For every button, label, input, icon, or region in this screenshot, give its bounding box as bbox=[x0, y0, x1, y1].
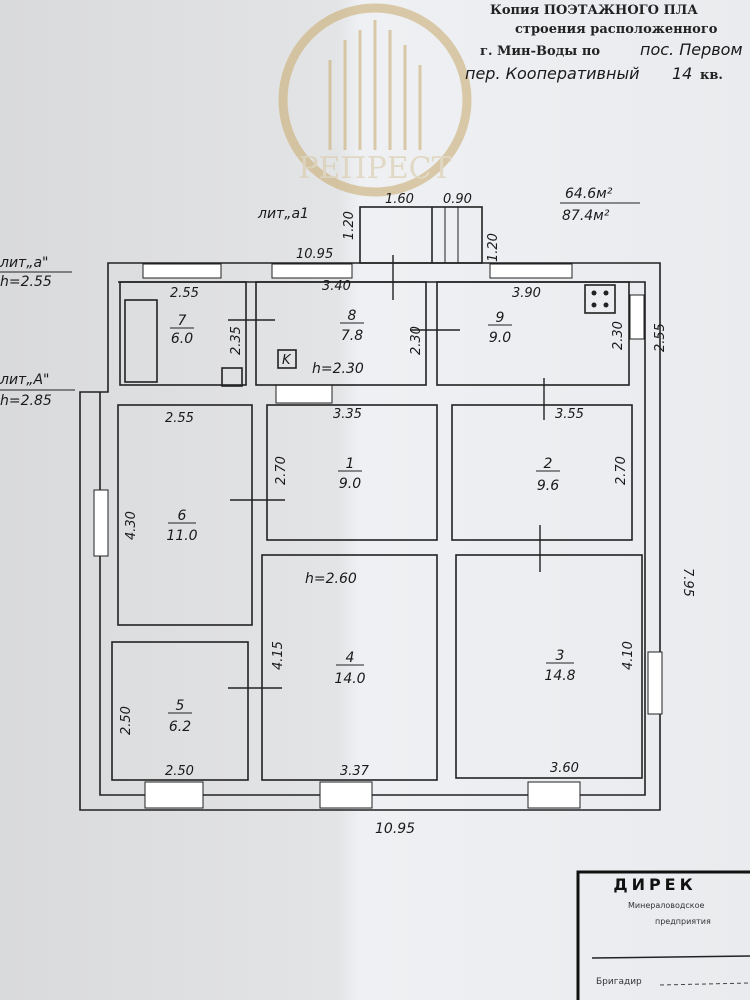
boiler-icon bbox=[221, 367, 243, 387]
svg-text:9.0: 9.0 bbox=[489, 330, 511, 346]
lit-a-height: h=2.55 bbox=[0, 274, 52, 290]
annex-a1: 1.60 0.90 1.20 1.20 bbox=[342, 192, 501, 264]
room-1 bbox=[266, 404, 438, 541]
dimension-labels: 2.55 2.35 3.40 2.30 3.90 2.30 2.55 2.55 … bbox=[119, 279, 695, 837]
room-2 bbox=[451, 404, 633, 541]
svg-text:2.70: 2.70 bbox=[614, 456, 629, 485]
svg-text:2.50: 2.50 bbox=[119, 706, 134, 735]
room-7 bbox=[119, 281, 247, 386]
ceiling-height-top: h=2.30 bbox=[312, 361, 364, 377]
svg-text:14.0: 14.0 bbox=[334, 671, 365, 687]
svg-text:9.0: 9.0 bbox=[339, 476, 361, 492]
lit-A-height: h=2.85 bbox=[0, 393, 52, 409]
total-area: 87.4м² bbox=[562, 208, 610, 224]
svg-text:2.30: 2.30 bbox=[409, 326, 424, 355]
svg-text:7: 7 bbox=[178, 313, 187, 329]
svg-text:3: 3 bbox=[556, 648, 565, 664]
svg-text:9.6: 9.6 bbox=[537, 478, 559, 494]
room-labels: 7 6.0 8 7.8 9 9.0 6 11.0 1 9.0 2 9.6 5 6… bbox=[166, 308, 575, 735]
header-line-3-prefix: г. Мин-Воды по bbox=[480, 44, 600, 59]
lit-a-label: лит„а" bbox=[0, 255, 48, 271]
lit-A-label: лит„А" bbox=[0, 372, 49, 388]
kitchen-mark: K bbox=[282, 353, 292, 368]
svg-text:6: 6 bbox=[178, 508, 187, 524]
svg-text:2.30: 2.30 bbox=[611, 321, 626, 350]
room-4 bbox=[261, 554, 438, 781]
svg-text:2.50: 2.50 bbox=[165, 764, 194, 779]
svg-text:7.95: 7.95 bbox=[680, 568, 695, 597]
svg-text:3.35: 3.35 bbox=[333, 407, 362, 422]
svg-text:3.40: 3.40 bbox=[322, 279, 351, 294]
svg-text:ДИРЕК: ДИРЕК bbox=[613, 875, 696, 894]
svg-text:предприятия: предприятия bbox=[655, 917, 711, 926]
ceiling-height-main: h=2.60 bbox=[305, 571, 357, 587]
room-3 bbox=[455, 554, 643, 779]
header-apt-label: кв. bbox=[700, 68, 723, 83]
svg-text:3.60: 3.60 bbox=[550, 761, 579, 776]
svg-text:3.90: 3.90 bbox=[512, 286, 541, 301]
svg-text:2.55: 2.55 bbox=[165, 411, 194, 426]
svg-text:3.55: 3.55 bbox=[555, 407, 584, 422]
svg-text:4: 4 bbox=[346, 650, 355, 666]
windows bbox=[93, 263, 663, 809]
svg-text:Бригадир: Бригадир bbox=[596, 977, 642, 987]
lit-a1-label: лит„а1 bbox=[257, 206, 309, 222]
watermark-brand: РЕПРЕСТ bbox=[298, 151, 451, 186]
svg-text:1: 1 bbox=[346, 456, 355, 472]
room-5 bbox=[111, 641, 249, 781]
room-6 bbox=[117, 404, 253, 626]
dim-top-total: 10.95 bbox=[296, 247, 333, 262]
bathtub bbox=[124, 299, 158, 383]
dim-annex-h1: 1.20 bbox=[342, 211, 357, 240]
door-marks bbox=[228, 255, 545, 689]
svg-text:7.8: 7.8 bbox=[341, 328, 363, 344]
svg-text:2.70: 2.70 bbox=[274, 456, 289, 485]
header-street: пер. Кооперативный bbox=[465, 64, 639, 83]
svg-text:4.10: 4.10 bbox=[621, 641, 636, 670]
stamp: ДИРЕК Минераловодское предприятия Бригад… bbox=[576, 870, 750, 1000]
svg-text:3.37: 3.37 bbox=[340, 764, 370, 779]
room-8 bbox=[255, 281, 427, 386]
dim-annex-w2: 0.90 bbox=[443, 192, 472, 207]
dim-annex-w1: 1.60 bbox=[385, 192, 414, 207]
svg-text:9: 9 bbox=[496, 310, 505, 326]
header-line-2: строения расположенного bbox=[515, 22, 718, 37]
svg-text:5: 5 bbox=[176, 698, 185, 714]
room-9 bbox=[436, 281, 630, 386]
svg-text:2.35: 2.35 bbox=[229, 326, 244, 355]
dim-annex-h2: 1.20 bbox=[486, 233, 501, 262]
watermark-logo: РЕПРЕСТ bbox=[278, 3, 472, 197]
svg-text:2.55: 2.55 bbox=[170, 286, 199, 301]
svg-text:6.0: 6.0 bbox=[171, 331, 193, 347]
svg-text:8: 8 bbox=[348, 308, 357, 324]
living-area: 64.6м² bbox=[565, 186, 613, 202]
header-house-number: 14 bbox=[672, 64, 692, 83]
svg-text:2.55: 2.55 bbox=[653, 323, 668, 352]
svg-text:4.30: 4.30 bbox=[124, 511, 139, 540]
svg-text:11.0: 11.0 bbox=[166, 528, 197, 544]
svg-text:6.2: 6.2 bbox=[169, 719, 191, 735]
svg-text:14.8: 14.8 bbox=[544, 668, 575, 684]
svg-text:2: 2 bbox=[544, 456, 553, 472]
kitchen-mark-box bbox=[277, 349, 297, 369]
stove-icon bbox=[584, 284, 616, 314]
svg-text:Минераловодское: Минераловодское bbox=[628, 901, 705, 910]
header-settlement: пос. Первом bbox=[640, 40, 743, 59]
svg-text:10.95: 10.95 bbox=[375, 821, 415, 837]
header-line-1: Копия ПОЭТАЖНОГО ПЛА bbox=[490, 3, 698, 18]
outer-wall bbox=[79, 262, 661, 811]
svg-text:4.15: 4.15 bbox=[271, 641, 286, 670]
